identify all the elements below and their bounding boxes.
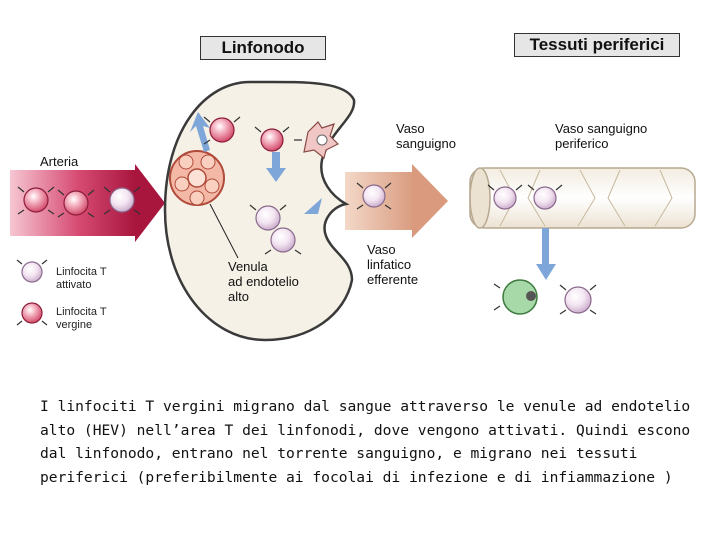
caption-line: I linfociti T vergini migrano dal sangue… (40, 398, 691, 415)
caption-line: dal linfonodo, entrano nel torrente sang… (40, 445, 638, 462)
legend-naive: Linfocita T vergine (56, 306, 107, 332)
artery-label: Arteria (40, 154, 79, 169)
lymphatic-vessel-label: Vaso linfatico efferente (367, 242, 418, 287)
activated-t-cell (21, 261, 43, 283)
lymphatic-vessel-label-line: linfatico (367, 257, 412, 272)
legend-activated-line: Linfocita T (56, 266, 107, 278)
lymphocyte-migration-diagram (10, 80, 696, 342)
activated-t-cells (21, 184, 592, 314)
naive-t-cells (21, 117, 284, 324)
peripheral-vessel-label: Vaso sanguigno periferico (555, 121, 647, 151)
blood-vessel-label: Vaso sanguigno (396, 121, 456, 151)
apc-cell (303, 121, 340, 160)
tissue-apc-cell (502, 279, 538, 315)
naive-t-cell (23, 187, 49, 213)
hev-pointer (209, 203, 239, 259)
lymphatic-vessel-label-line: Vaso (367, 242, 396, 257)
activated-t-cell (564, 286, 592, 314)
lymph-node-title: Linfonodo (200, 36, 326, 60)
activated-t-cell (493, 186, 517, 210)
cell-receptors (16, 116, 597, 326)
naive-t-cell (21, 302, 43, 324)
hev-label-line: ad endotelio (228, 274, 299, 289)
hev-label-line: alto (228, 289, 249, 304)
activated-t-cell (533, 186, 557, 210)
hev-label-line: Venula (228, 259, 268, 274)
naive-t-cell (63, 190, 89, 216)
efferent-vessel-arrow (345, 164, 448, 238)
peripheral-tissues-title: Tessuti periferici (514, 33, 680, 57)
lymphatic-vessel-label-line: efferente (367, 272, 419, 287)
hev-venule (169, 150, 225, 206)
caption-line: alto (HEV) nell’area T dei linfonodi, do… (40, 421, 691, 439)
migration-arrows (190, 112, 556, 280)
activated-t-cell (255, 205, 281, 231)
activated-t-cell (270, 227, 296, 253)
peripheral-vessel-label-line: Vaso sanguigno (555, 121, 648, 136)
blood-vessel-label-line: Vaso (396, 121, 425, 136)
activated-t-cell (362, 184, 386, 208)
figure-caption: I linfociti T vergini migrano dal sangue… (40, 395, 715, 489)
caption-line: periferici (preferibilmente ai focolai d… (40, 468, 673, 486)
peripheral-vessel-label-line: periferico (555, 136, 609, 151)
legend-naive-line: vergine (56, 319, 93, 331)
legend-activated: Linfocita T attivato (56, 266, 107, 292)
naive-t-cell (209, 117, 235, 143)
legend-activated-line: attivato (56, 279, 92, 291)
naive-t-cell (260, 128, 284, 152)
activated-t-cell (109, 187, 135, 213)
blood-vessel-label-line: sanguigno (396, 136, 456, 151)
hev-label: Venula ad endotelio alto (228, 259, 299, 304)
legend-naive-line: Linfocita T (56, 306, 107, 318)
